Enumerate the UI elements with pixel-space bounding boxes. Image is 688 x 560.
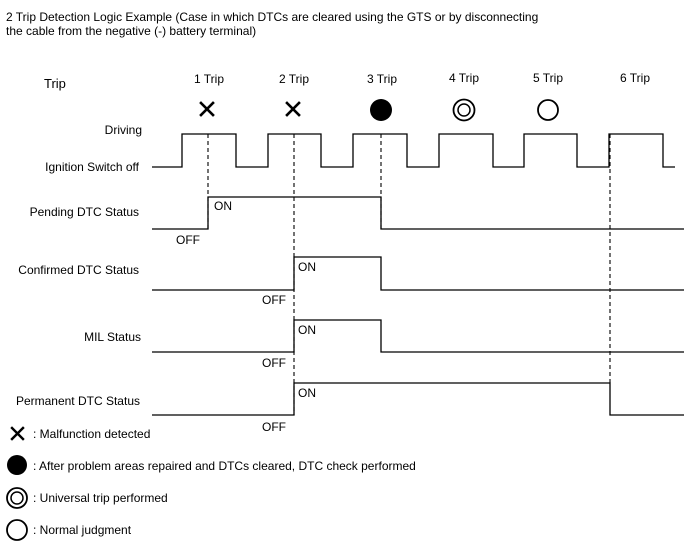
filled-circle-icon	[370, 99, 392, 121]
ignition-waveform	[152, 133, 675, 168]
row-label-permanent: Permanent DTC Status	[16, 394, 140, 408]
legend-text-dtc-check: : After problem areas repaired and DTCs …	[33, 459, 416, 473]
confirmed-on-label: ON	[298, 260, 316, 274]
double-circle-icon	[452, 98, 476, 122]
pending-off-label: OFF	[176, 233, 200, 247]
trip-label-1: 1 Trip	[194, 72, 224, 86]
row-label-confirmed: Confirmed DTC Status	[18, 263, 139, 277]
trip-event-guides	[207, 134, 611, 415]
cross-icon	[10, 426, 25, 441]
legend: : Malfunction detected : After problem a…	[6, 426, 416, 541]
confirmed-off-label: OFF	[262, 293, 286, 307]
legend-text-normal-judgment: : Normal judgment	[33, 523, 132, 537]
filled-circle-icon	[7, 455, 27, 475]
row-label-pending: Pending DTC Status	[30, 205, 139, 219]
trip-label-5: 5 Trip	[533, 71, 563, 85]
mil-off-label: OFF	[262, 356, 286, 370]
mil-waveform	[152, 319, 684, 353]
pending-on-label: ON	[214, 199, 232, 213]
trip-label-6: 6 Trip	[620, 71, 650, 85]
mil-on-label: ON	[298, 323, 316, 337]
legend-text-universal-trip: : Universal trip performed	[33, 491, 168, 505]
cross-icon	[285, 101, 301, 117]
row-label-driving: Driving	[105, 123, 142, 137]
row-label-ignition-off: Ignition Switch off	[45, 160, 139, 174]
permanent-waveform	[152, 382, 684, 416]
permanent-off-label: OFF	[262, 420, 286, 434]
open-circle-icon	[6, 519, 28, 541]
title-line-1: 2 Trip Detection Logic Example (Case in …	[6, 10, 538, 24]
title-line-2: the cable from the negative (-) battery …	[6, 24, 256, 38]
double-circle-icon	[6, 487, 28, 509]
trip-axis-label: Trip	[44, 76, 66, 91]
row-label-mil: MIL Status	[84, 330, 141, 344]
open-circle-icon	[537, 99, 559, 121]
trip-label-2: 2 Trip	[279, 72, 309, 86]
trip-label-3: 3 Trip	[367, 72, 397, 86]
legend-text-malfunction: : Malfunction detected	[33, 427, 150, 441]
confirmed-waveform	[152, 256, 684, 291]
trip-label-4: 4 Trip	[449, 71, 479, 85]
permanent-on-label: ON	[298, 386, 316, 400]
cross-icon	[199, 101, 215, 117]
